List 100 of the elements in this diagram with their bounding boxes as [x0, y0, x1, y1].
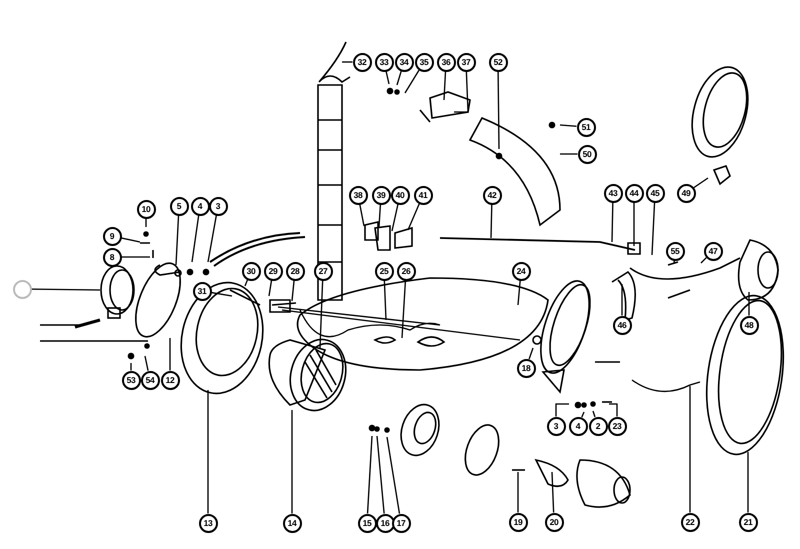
leader-line: [396, 70, 402, 86]
callout-number: 52: [488, 52, 508, 72]
leader-line: [633, 202, 635, 246]
callout-number: 33: [374, 52, 394, 72]
leader-line: [592, 410, 596, 418]
leader-line: [319, 280, 324, 348]
callout-number: 38: [348, 186, 368, 204]
leader-line: [611, 202, 614, 242]
callout-number: 48: [740, 316, 758, 334]
leader-line: [122, 256, 150, 258]
leader-line: [378, 204, 382, 228]
callout-number: 23: [608, 416, 626, 436]
callout-number: 17: [392, 514, 410, 532]
callout-number: 50: [578, 144, 596, 164]
callout-number: 22: [680, 512, 700, 532]
leader-line: [551, 472, 554, 513]
callout-number: 54: [140, 370, 160, 390]
leader-line: [689, 386, 691, 512]
callout-number: 43: [604, 184, 622, 202]
leader-line: [401, 280, 406, 338]
callout-number: 5: [170, 196, 188, 216]
callout-number: 10: [136, 200, 156, 218]
callout-number: 9: [102, 226, 122, 246]
callout-number: 40: [390, 186, 410, 204]
callout-number: 19: [508, 512, 528, 532]
callout-number: 31: [192, 282, 212, 300]
callout-number: 16: [376, 514, 394, 532]
leader-line: [207, 215, 217, 262]
leader-line: [443, 71, 446, 100]
callout-number: 42: [482, 186, 502, 204]
leader-line: [528, 348, 534, 360]
leader-line: [268, 280, 272, 296]
leader-line: [609, 403, 618, 416]
callout-number: 20: [544, 512, 564, 532]
leader-line: [560, 153, 578, 155]
leader-line: [555, 403, 569, 416]
leader-line: [175, 215, 180, 266]
leader-line: [384, 280, 387, 320]
callout-number: 39: [372, 186, 390, 204]
leader-line: [490, 204, 492, 238]
callout-number: 26: [396, 262, 416, 280]
leader-line: [621, 284, 623, 316]
callout-number: 3: [208, 196, 228, 216]
callout-number: 4: [568, 416, 588, 436]
leader-line: [291, 410, 293, 514]
callout-number: 12: [160, 370, 180, 390]
callout-number: 18: [516, 358, 536, 378]
callout-number: 29: [264, 262, 282, 280]
leader-line: [366, 436, 373, 514]
callout-number: 2: [588, 416, 608, 436]
callout-number: 36: [436, 52, 456, 72]
callout-circle: [12, 280, 32, 298]
leader-line: [376, 436, 385, 514]
callout-number: 34: [394, 52, 414, 72]
leader-line: [454, 71, 469, 113]
callout-number: 37: [456, 52, 476, 72]
callout-number: 44: [624, 184, 644, 202]
leader-line: [244, 280, 248, 286]
callout-number: 25: [374, 262, 394, 280]
callout-number: 3: [546, 416, 566, 436]
callout-number: 30: [242, 262, 260, 280]
leader-line: [169, 338, 171, 370]
leader-line: [747, 452, 749, 512]
leader-line: [385, 71, 390, 84]
leader-line: [121, 237, 140, 243]
callout-number: 32: [352, 52, 372, 72]
leader-line: [517, 472, 519, 512]
callout-number: 55: [666, 242, 684, 260]
callout-number: 47: [704, 242, 722, 260]
leader-line: [32, 288, 100, 291]
callout-number: 21: [738, 512, 758, 532]
leader-line: [693, 177, 708, 188]
leader-line: [211, 292, 232, 297]
leader-line: [560, 124, 577, 127]
callout-number: 35: [414, 52, 434, 72]
leader-line: [207, 390, 209, 514]
callout-number: 46: [612, 316, 632, 334]
callout-number: 49: [676, 184, 696, 202]
leader-line: [651, 202, 656, 256]
callout-number: 53: [122, 370, 140, 390]
callout-number: 13: [198, 514, 218, 532]
leader-line: [404, 70, 420, 94]
leader-line: [517, 280, 521, 306]
callout-number: 45: [646, 184, 664, 202]
leader-line: [497, 72, 500, 149]
leader-line: [130, 363, 132, 370]
leader-line: [748, 292, 750, 316]
callout-number: 41: [414, 186, 432, 204]
callout-number: 15: [358, 514, 376, 532]
callout-number: 27: [314, 262, 332, 280]
leader-line: [386, 436, 400, 514]
leader-line: [342, 61, 352, 63]
callout-number: 28: [286, 262, 304, 280]
callout-number: 8: [102, 248, 122, 266]
leader-line: [144, 356, 149, 371]
leader-line: [407, 203, 420, 230]
callout-number: 4: [190, 196, 210, 216]
leader-line: [391, 204, 399, 232]
leader-line: [359, 204, 365, 226]
leader-line: [581, 412, 585, 418]
